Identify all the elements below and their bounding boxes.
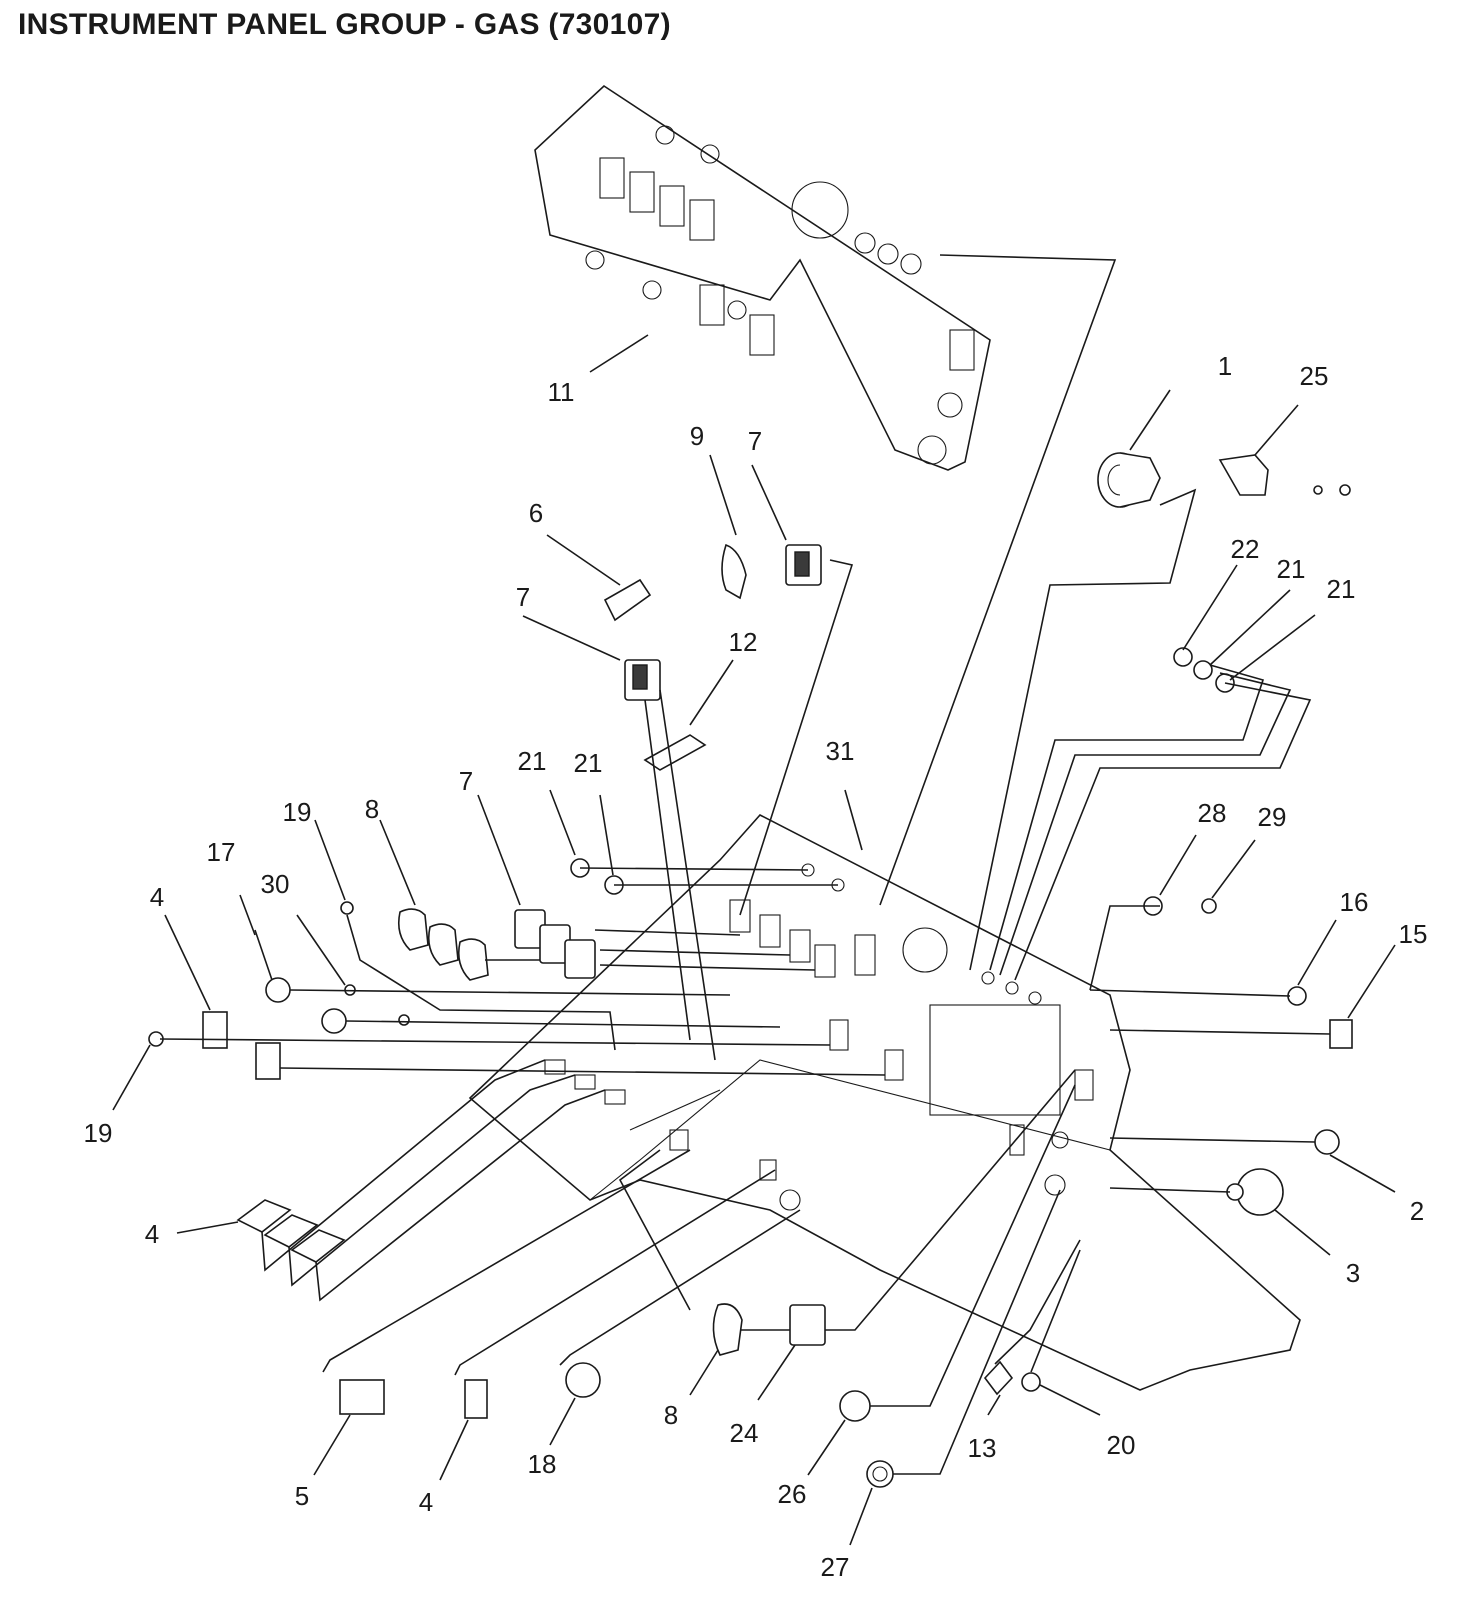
callout-19-left: 19 (84, 1118, 113, 1148)
callout-9: 9 (690, 421, 704, 451)
rocker-caps-8 (397, 908, 489, 981)
callout-4-single: 4 (419, 1487, 433, 1517)
main-panel-housing (468, 814, 1301, 1391)
callout-31: 31 (826, 736, 855, 766)
rocker-switch-24 (789, 1304, 826, 1346)
rocker-cap-9 (721, 543, 747, 600)
callout-24: 24 (730, 1418, 759, 1448)
grommet-27 (866, 1460, 894, 1488)
bezel-4-left (202, 1011, 281, 1080)
nut-29 (1201, 898, 1217, 914)
callout-5: 5 (295, 1481, 309, 1511)
callout-11: 11 (548, 377, 575, 407)
callout-19-top: 19 (283, 797, 312, 827)
switch-15 (1329, 1019, 1353, 1049)
callout-15: 15 (1399, 919, 1428, 949)
callout-8-bottom: 8 (664, 1400, 678, 1430)
callout-21-b: 21 (1327, 574, 1356, 604)
rocker-switch-top (785, 544, 822, 586)
part-2 (1314, 1129, 1340, 1155)
callout-8-top: 8 (365, 794, 379, 824)
rocker-switches-7 (514, 909, 596, 979)
callout-2: 2 (1410, 1196, 1424, 1226)
callout-1: 1 (1218, 351, 1232, 381)
callout-7-mid: 7 (516, 582, 530, 612)
part-20 (1021, 1372, 1041, 1392)
gauge (1097, 452, 1161, 508)
switch-16 (1287, 986, 1307, 1006)
callout-13: 13 (968, 1433, 997, 1463)
callout-30: 30 (261, 869, 290, 899)
callout-21-c: 21 (518, 746, 547, 776)
callout-7-top: 7 (748, 426, 762, 456)
diagram-title: INSTRUMENT PANEL GROUP - GAS (730107) (18, 8, 671, 41)
rocker-cap-8-bottom (712, 1303, 743, 1356)
decal-panel (534, 84, 991, 471)
plug-18 (565, 1362, 601, 1398)
decal-13 (983, 1360, 1014, 1396)
callout-6: 6 (529, 498, 543, 528)
bezel-4-single (464, 1379, 488, 1419)
callout-16: 16 (1340, 887, 1369, 917)
callout-arrows (112, 334, 1396, 1546)
callout-3: 3 (1346, 1258, 1360, 1288)
rocker-switch-mid (624, 659, 661, 701)
callout-4-bottom: 4 (145, 1219, 159, 1249)
callout-27: 27 (821, 1552, 850, 1582)
callout-12: 12 (729, 627, 758, 657)
knob-19-top (340, 901, 354, 915)
decal-12 (643, 734, 707, 771)
rocker-cap-6 (603, 578, 652, 622)
callout-21-d: 21 (574, 748, 603, 778)
knob-17 (265, 977, 347, 1034)
leader-lines (159, 254, 1331, 1475)
callout-17: 17 (207, 837, 236, 867)
callout-28: 28 (1198, 798, 1227, 828)
indicator-lights-left (570, 858, 624, 895)
plug-26 (839, 1390, 871, 1422)
bezels-4-bottom (236, 1199, 346, 1263)
ignition-switch-3 (1226, 1168, 1284, 1216)
callout-labels: 11 1 25 9 7 6 7 12 22 21 21 31 21 21 19 … (84, 351, 1428, 1582)
callout-20: 20 (1107, 1430, 1136, 1460)
callout-7-left: 7 (459, 766, 473, 796)
callout-22: 22 (1231, 534, 1260, 564)
hour-meter-5 (339, 1379, 385, 1415)
callout-21-a: 21 (1277, 554, 1306, 584)
callout-18: 18 (528, 1449, 557, 1479)
gauge-bracket (1218, 454, 1351, 496)
callout-25: 25 (1300, 361, 1329, 391)
callout-26: 26 (778, 1479, 807, 1509)
callout-4-left: 4 (150, 882, 164, 912)
callout-29: 29 (1258, 802, 1287, 832)
